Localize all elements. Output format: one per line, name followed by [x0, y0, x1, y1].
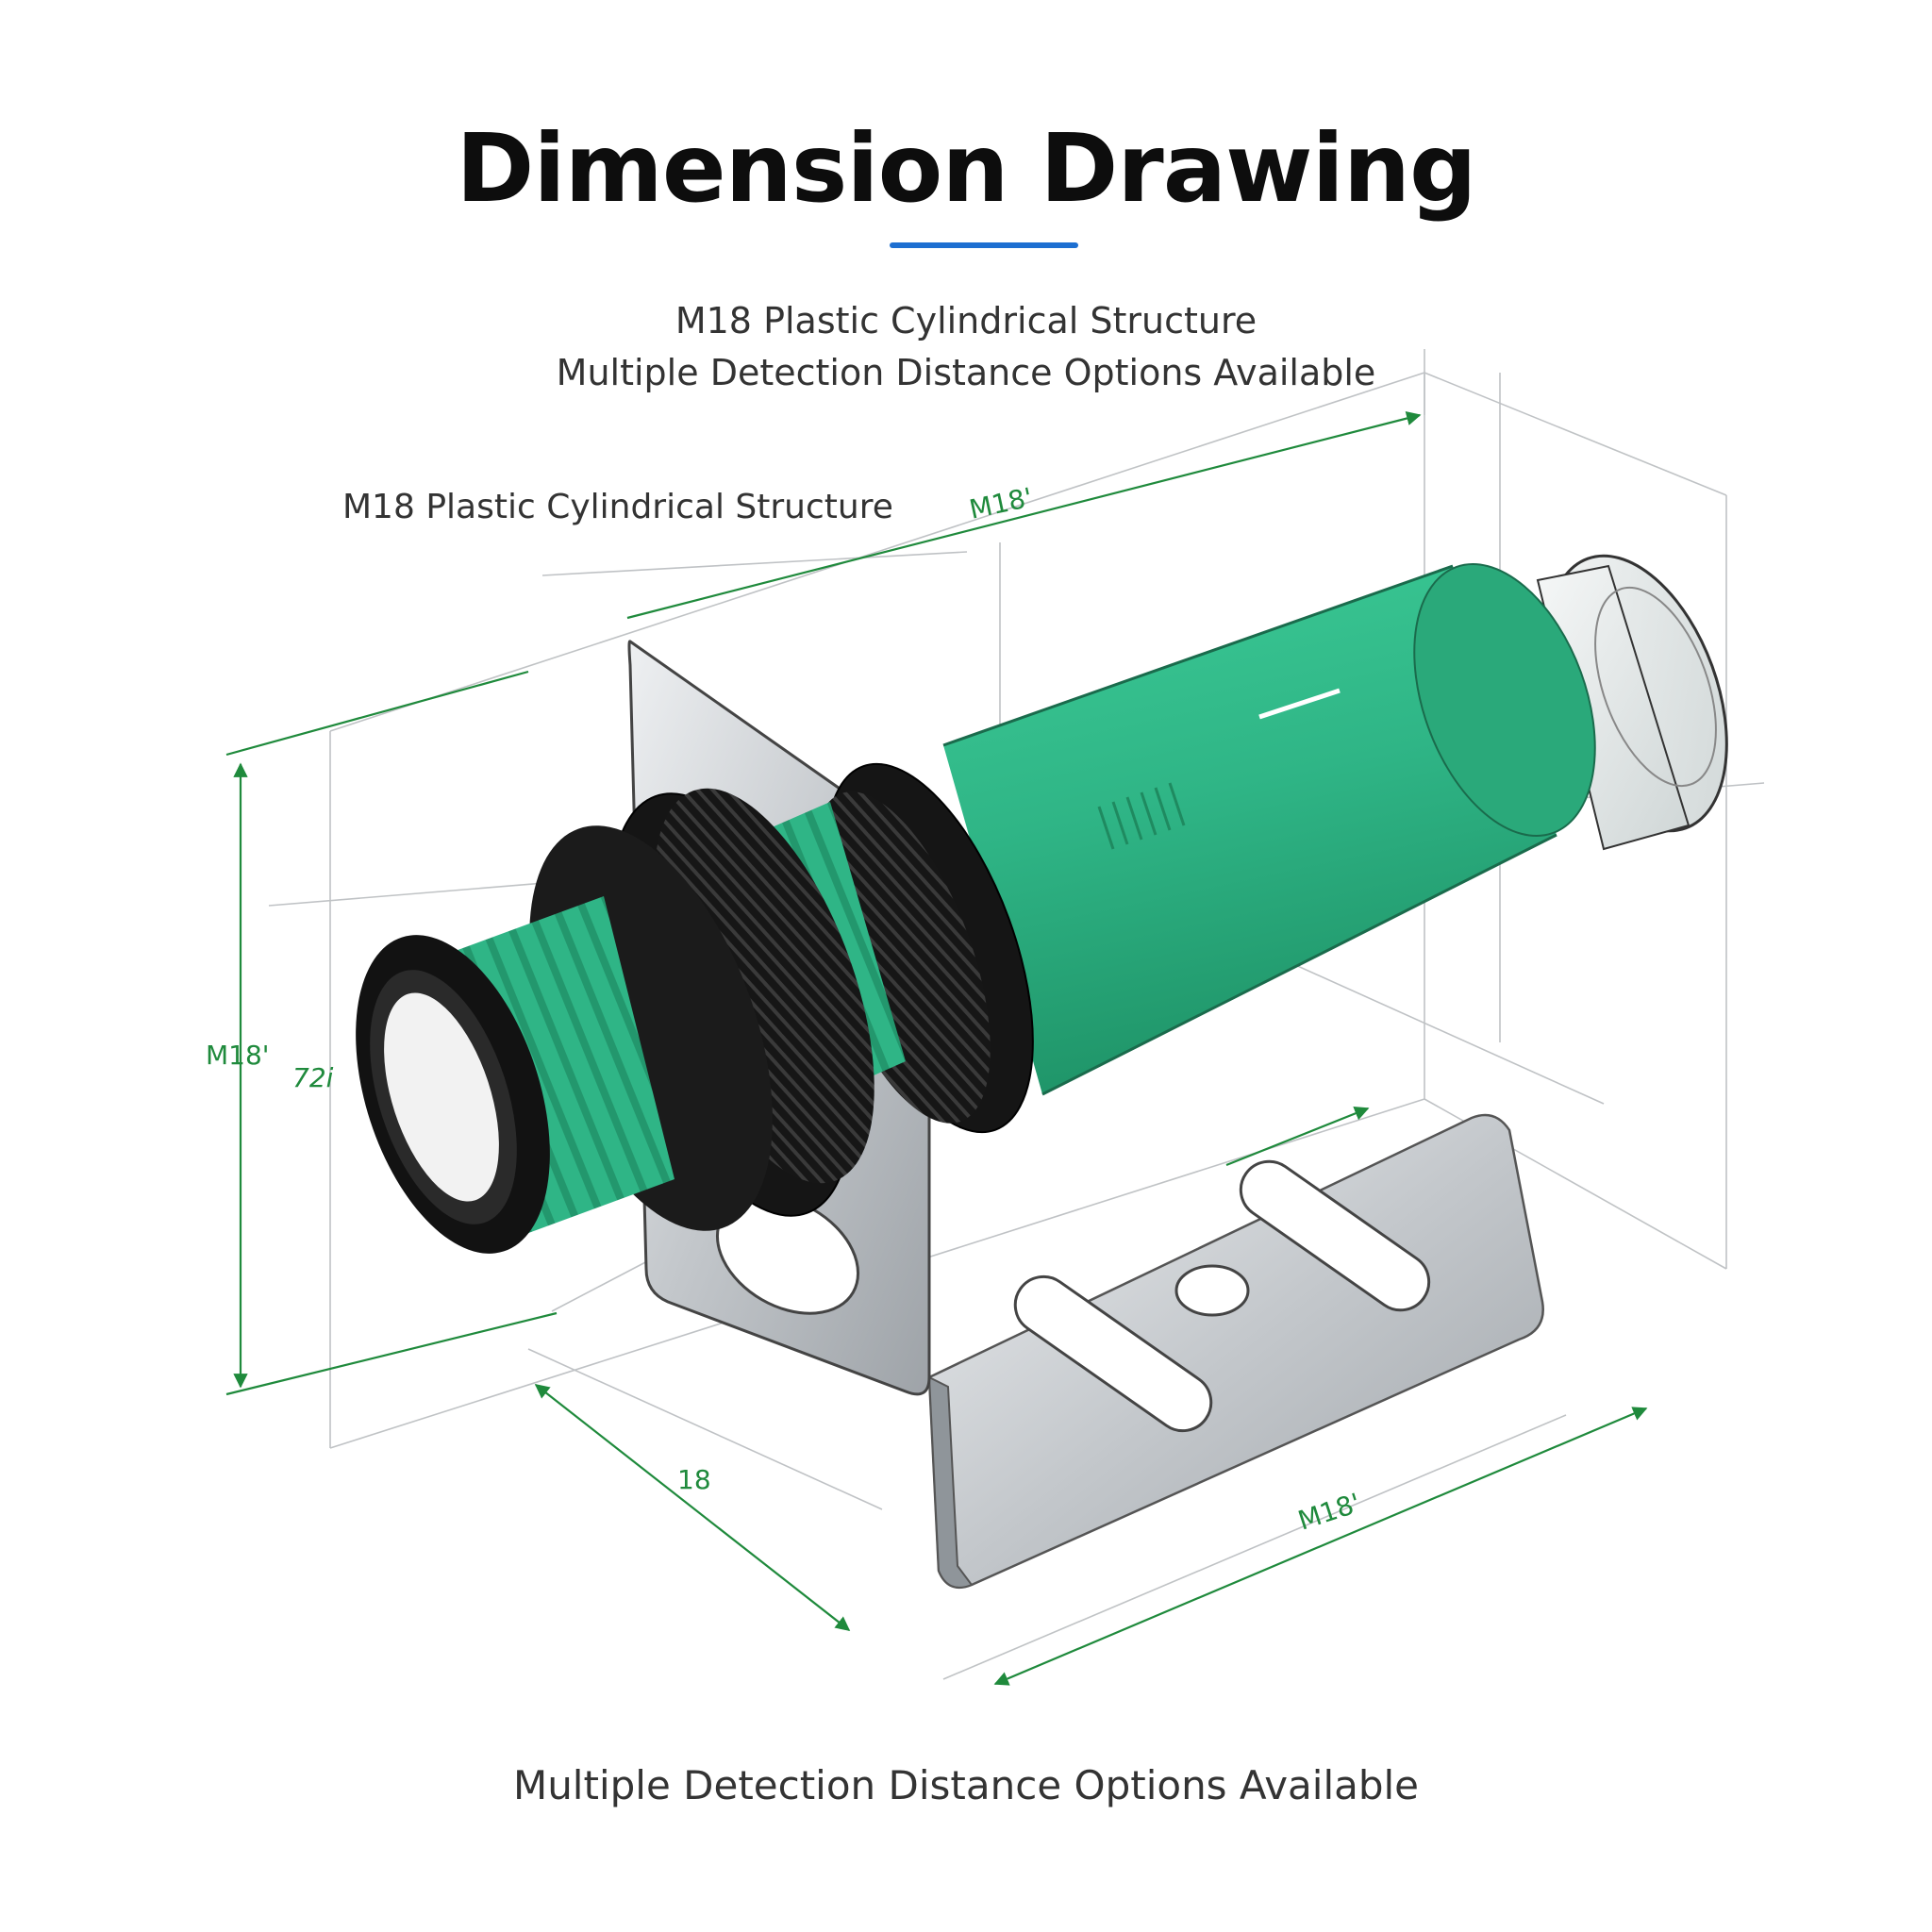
dimension-lines: [225, 410, 1648, 1686]
subtitle-line-2: Multiple Detection Distance Options Avai…: [556, 352, 1376, 393]
side-label: M18 Plastic Cylindrical Structure: [342, 488, 893, 526]
dim-label-top: M18': [967, 482, 1036, 525]
dim-label-left-inner: 72i: [292, 1062, 334, 1093]
sensor-body: [356, 554, 1728, 1254]
footer-caption: Multiple Detection Distance Options Avai…: [512, 1762, 1420, 1808]
dim-label-bottom: M18': [1294, 1487, 1364, 1536]
title-underline: [890, 242, 1078, 248]
subtitle-line-1: M18 Plastic Cylindrical Structure: [675, 300, 1257, 341]
dim-label-left: M18': [206, 1040, 269, 1071]
dim-label-depth: 18: [677, 1464, 711, 1495]
page-title: Dimension Drawing: [456, 113, 1476, 224]
